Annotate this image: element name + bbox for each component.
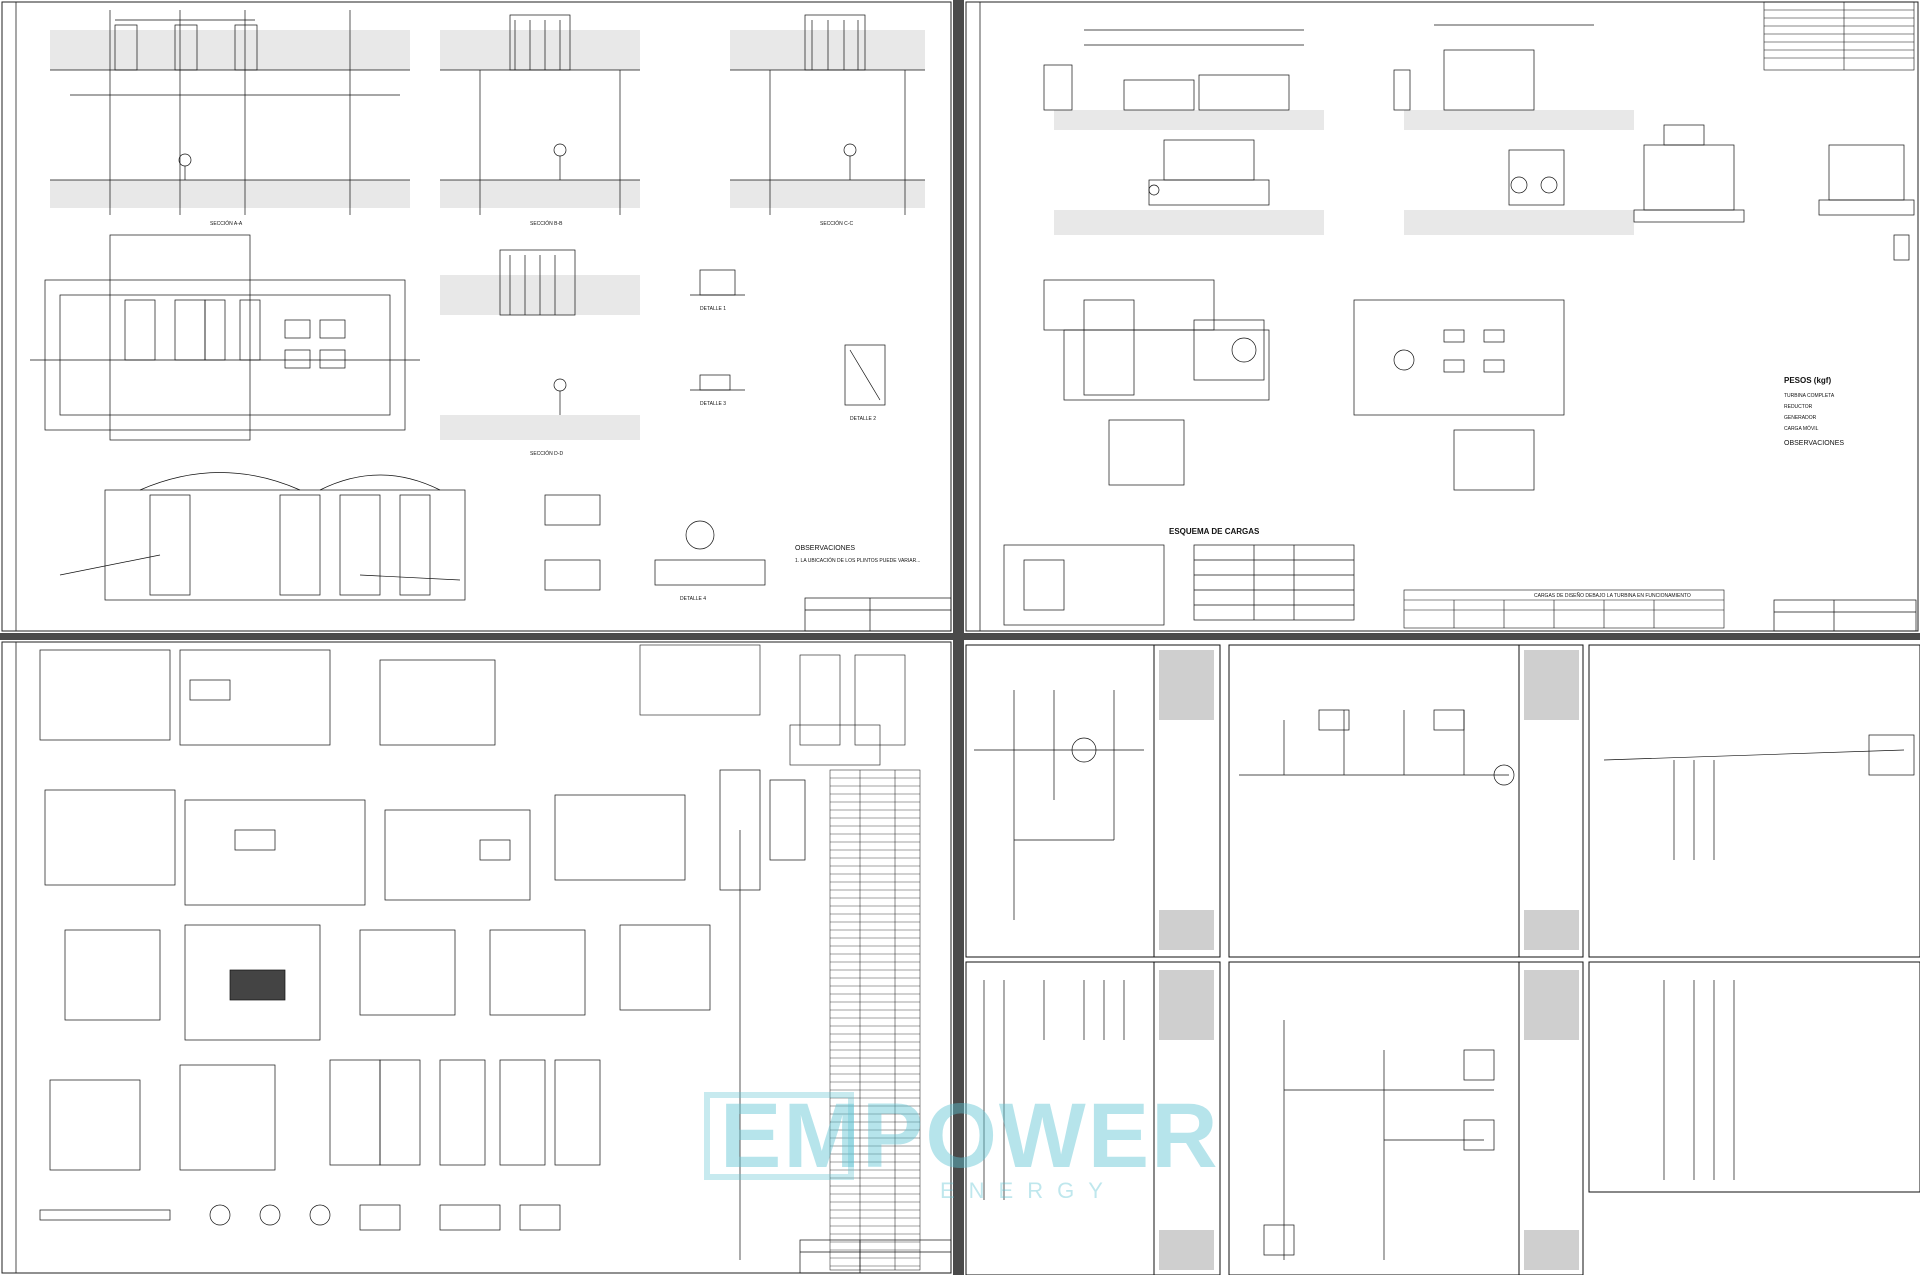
drawing-sheet-foundation-sections[interactable]: SECCIÓN A-A SECCIÓN B-B SECCIÓN C-C: [0, 0, 953, 633]
parts-list-rows: [830, 777, 920, 1267]
foundation-plan-q2: [1353, 299, 1565, 491]
section-label-d: SECCIÓN D-D: [530, 450, 563, 457]
pid-drawing: [965, 644, 1920, 1275]
detail-drawings: [544, 269, 886, 591]
section-b: [440, 14, 640, 215]
weight-item-1: TURBINA COMPLETA: [1784, 393, 1835, 399]
detail-label-4: DETALLE 4: [680, 596, 706, 602]
section-label-b: SECCIÓN B-B: [530, 220, 563, 227]
pid-lines: [974, 690, 1915, 1260]
title-block-q1: [804, 597, 952, 632]
design-loads-title: CARGAS DE DISEÑO DEBAJO LA TURBINA EN FU…: [1534, 592, 1691, 599]
drawing-sheet-equipment-layout[interactable]: [0, 640, 953, 1275]
parts-list-table: [829, 769, 921, 1271]
specifications-table: [1763, 1, 1915, 71]
foundation-drawing: SECCIÓN A-A SECCIÓN B-B SECCIÓN C-C: [1, 1, 952, 632]
equipment-blocks: [39, 649, 806, 1260]
drawing-sheet-pid-schematics[interactable]: [964, 640, 1920, 1275]
title-block-q2: [1773, 599, 1917, 632]
notes-title-q1: OBSERVACIONES: [795, 545, 855, 552]
weight-item-4: CARGA MÓVIL: [1784, 425, 1819, 432]
pid-sheet-frames: [965, 644, 1920, 1275]
weights-title: PESOS (kgf): [1784, 376, 1831, 385]
section-d: [440, 249, 640, 440]
detail-label-1: DETALLE 1: [700, 306, 726, 312]
generator-view: [1633, 124, 1745, 223]
longitudinal-section: [59, 472, 466, 601]
turbine-side-view: [1393, 24, 1634, 235]
notes-title-q2: OBSERVACIONES: [1784, 440, 1844, 447]
detail-callouts-q3: [639, 644, 906, 766]
turbine-plan: [1043, 279, 1270, 486]
auxiliary-view: [1818, 144, 1915, 261]
detail-label-3: DETALLE 3: [700, 401, 726, 407]
notes-text-q1: 1. LA UBICACIÓN DE LOS PLINTOS PUEDE VAR…: [795, 557, 920, 564]
weight-item-2: REDUCTOR: [1784, 404, 1813, 410]
detail-label-2: DETALLE 2: [850, 416, 876, 422]
layout-drawing: [1, 641, 952, 1274]
section-c: [730, 14, 925, 215]
drawing-sheet-turbine-arrangement[interactable]: PESOS (kgf) TURBINA COMPLETA REDUCTOR GE…: [964, 0, 1920, 633]
foundation-plan: [30, 234, 420, 441]
weight-item-3: GENERADOR: [1784, 415, 1817, 421]
design-loads-table: [1403, 589, 1725, 629]
section-label-a: SECCIÓN A-A: [210, 220, 243, 227]
title-block-q3: [799, 1239, 952, 1274]
section-label-c: SECCIÓN C-C: [820, 220, 853, 227]
turbine-elevation: [1043, 29, 1324, 235]
section-a: [50, 10, 410, 215]
pid-legend-blocks: [1159, 650, 1579, 1270]
loads-title: ESQUEMA DE CARGAS: [1169, 527, 1260, 536]
load-diagram: [1003, 544, 1355, 626]
turbine-drawing: PESOS (kgf) TURBINA COMPLETA REDUCTOR GE…: [965, 1, 1919, 632]
